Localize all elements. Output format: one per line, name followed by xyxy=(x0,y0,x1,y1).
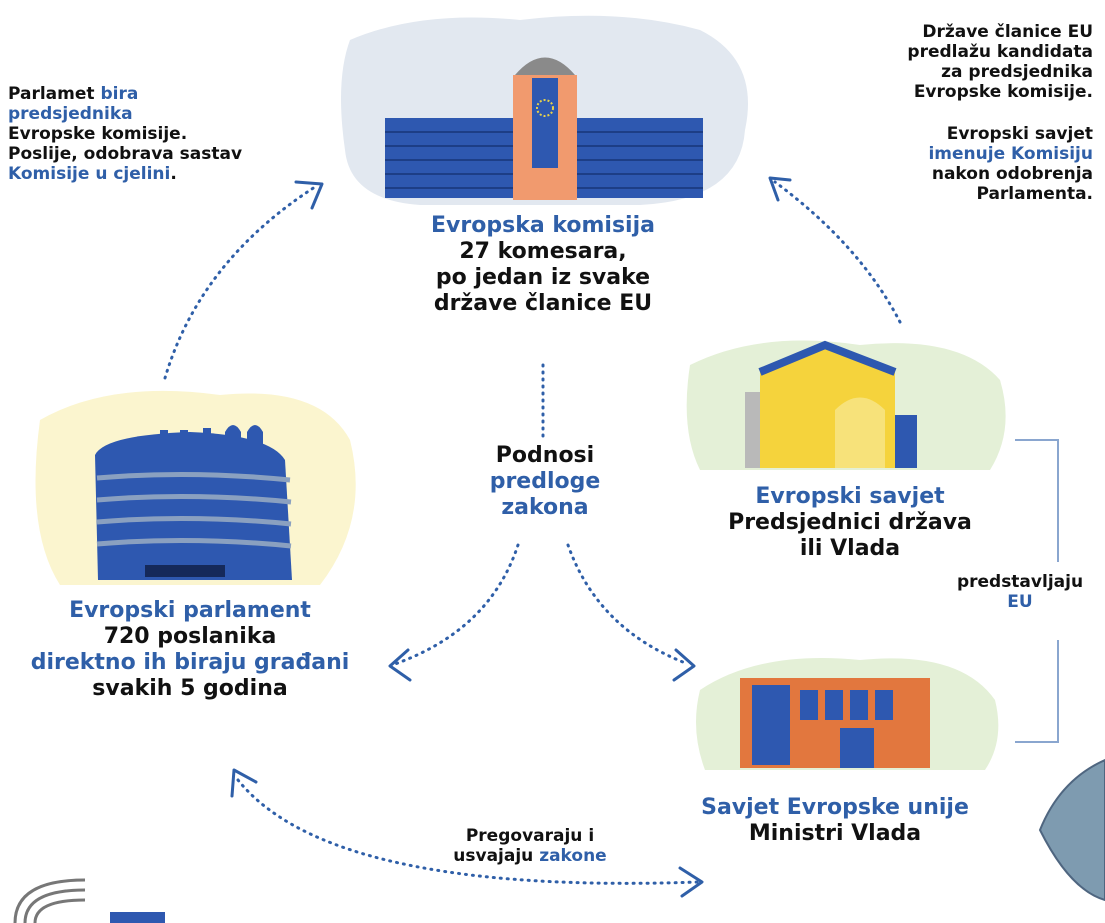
parliament-label: Evropski parlament 720 poslanika direktn… xyxy=(5,598,375,702)
commission-label: Evropska komisija 27 komesara, po jedan … xyxy=(370,213,716,317)
council-building-icon xyxy=(686,340,1006,470)
represent-eu-label: predstavljaju EU xyxy=(956,572,1084,613)
flow-arrows xyxy=(163,180,902,885)
represent-bracket xyxy=(1015,439,1059,743)
arrow-heads xyxy=(230,176,792,898)
member-states-note: Države članice EU predlažu kandidata za … xyxy=(907,22,1093,205)
council-eu-label: Savjet Evropske unije Ministri Vlada xyxy=(670,795,1000,847)
european-council-label: Evropski savjet Predsjednici država ili … xyxy=(690,484,1010,562)
commission-name: Evropska komisija xyxy=(431,213,655,238)
negotiate-laws-label: Pregovaraju i usvajaju zakone xyxy=(453,826,607,867)
proposes-laws-label: Podnosi predloge zakona xyxy=(489,443,601,520)
parliament-name: Evropski parlament xyxy=(69,598,311,623)
commission-building-icon xyxy=(341,15,748,205)
parliament-logo-icon xyxy=(13,878,165,923)
european-council-name: Evropski savjet xyxy=(755,484,945,509)
map-icon xyxy=(1038,758,1105,902)
council-eu-building-icon xyxy=(696,658,999,770)
parliament-elects-note: Parlamet bira predsjednika Evropske komi… xyxy=(8,84,243,185)
council-eu-name: Savjet Evropske unije xyxy=(701,795,969,820)
parliament-building-icon xyxy=(35,390,356,585)
